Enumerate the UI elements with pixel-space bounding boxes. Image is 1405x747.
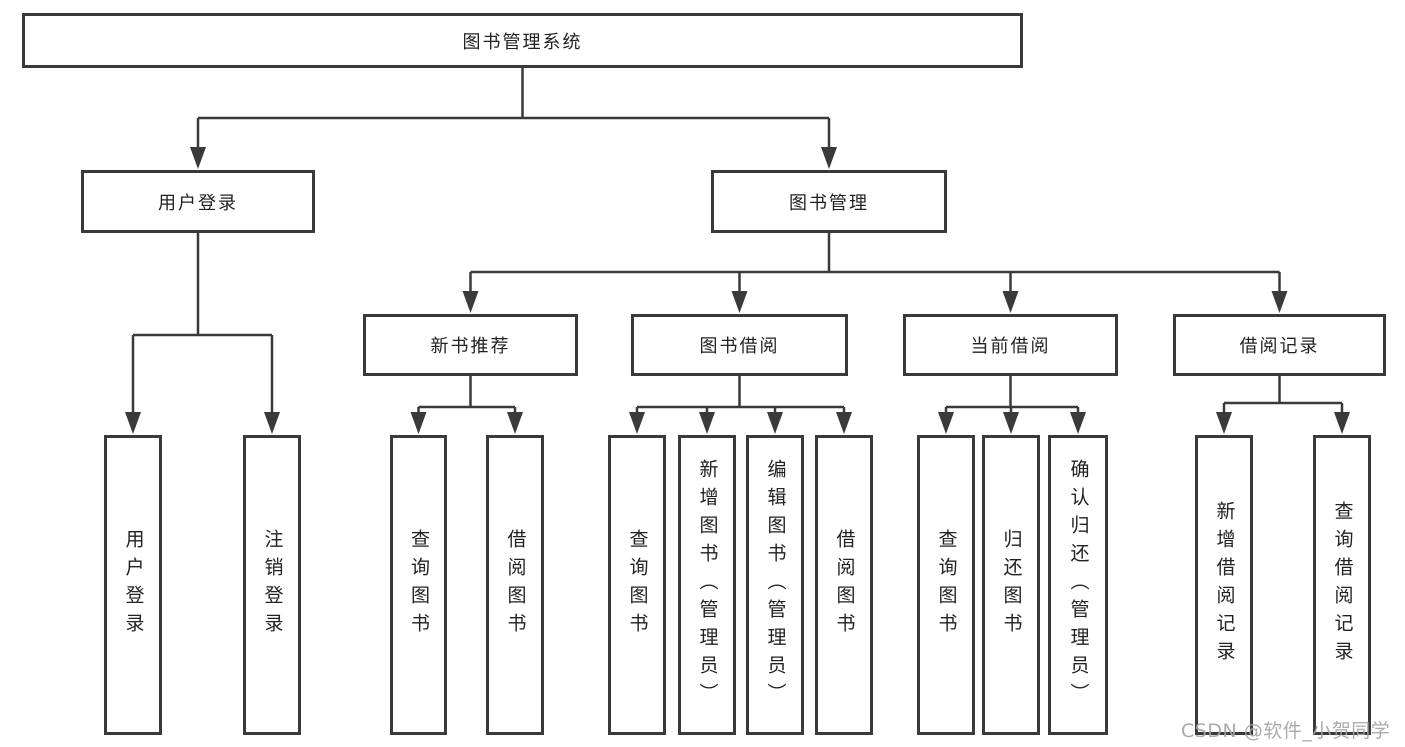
node-leaf-cur-query: 查询图书	[917, 435, 975, 735]
node-leaf-rec-borrow: 借阅图书	[486, 435, 544, 735]
node-leaf-cur-return: 归还图书	[982, 435, 1040, 735]
node-label-borrow-records: 借阅记录	[1239, 336, 1320, 357]
node-label-leaf-bor-add: 新增图书（管理员）	[696, 459, 719, 711]
node-label-leaf-rec-query: 查询图书	[408, 529, 430, 641]
node-leaf-bor-borrow: 借阅图书	[815, 435, 873, 735]
node-leaf-rec-query: 查询图书	[390, 435, 447, 735]
watermark: CSDN @软件_小贺同学	[1181, 720, 1391, 742]
node-label-leaf-bor-borrow: 借阅图书	[833, 529, 856, 641]
node-label-root: 图书管理系统	[462, 31, 583, 53]
node-borrow-records: 借阅记录	[1173, 314, 1386, 376]
node-leaf-user-login: 用户登录	[104, 435, 162, 735]
node-leaf-bor-edit: 编辑图书（管理员）	[746, 435, 804, 735]
node-label-user-login: 用户登录	[158, 192, 238, 214]
node-label-leaf-recd-query: 查询借阅记录	[1331, 501, 1354, 669]
edge-path	[131, 68, 1344, 425]
node-book-mgmt: 图书管理	[711, 170, 947, 233]
node-leaf-bor-add: 新增图书（管理员）	[678, 435, 736, 735]
node-label-leaf-rec-borrow: 借阅图书	[504, 529, 527, 641]
node-label-leaf-cur-confirm: 确认归还（管理员）	[1067, 459, 1090, 711]
node-label-new-book-rec: 新书推荐	[430, 336, 511, 357]
node-root: 图书管理系统	[22, 13, 1023, 68]
node-label-leaf-bor-query: 查询图书	[626, 529, 649, 641]
node-label-leaf-recd-add: 新增借阅记录	[1213, 501, 1236, 669]
node-leaf-cur-confirm: 确认归还（管理员）	[1048, 435, 1108, 735]
node-leaf-recd-add: 新增借阅记录	[1195, 435, 1253, 735]
node-leaf-bor-query: 查询图书	[608, 435, 666, 735]
node-book-borrow: 图书借阅	[631, 314, 848, 376]
node-label-leaf-user-login: 用户登录	[122, 529, 145, 641]
node-leaf-logout: 注销登录	[243, 435, 301, 735]
node-label-book-mgmt: 图书管理	[789, 192, 869, 214]
node-label-leaf-bor-edit: 编辑图书（管理员）	[764, 459, 787, 711]
node-label-book-borrow: 图书借阅	[699, 336, 780, 357]
node-user-login: 用户登录	[81, 170, 315, 233]
node-leaf-recd-query: 查询借阅记录	[1313, 435, 1371, 735]
node-label-leaf-cur-return: 归还图书	[1000, 529, 1023, 641]
node-label-leaf-cur-query: 查询图书	[935, 529, 958, 641]
node-label-current-borrow: 当前借阅	[970, 336, 1051, 357]
node-label-leaf-logout: 注销登录	[261, 529, 284, 641]
node-current-borrow: 当前借阅	[903, 314, 1118, 376]
node-new-book-rec: 新书推荐	[363, 314, 578, 376]
